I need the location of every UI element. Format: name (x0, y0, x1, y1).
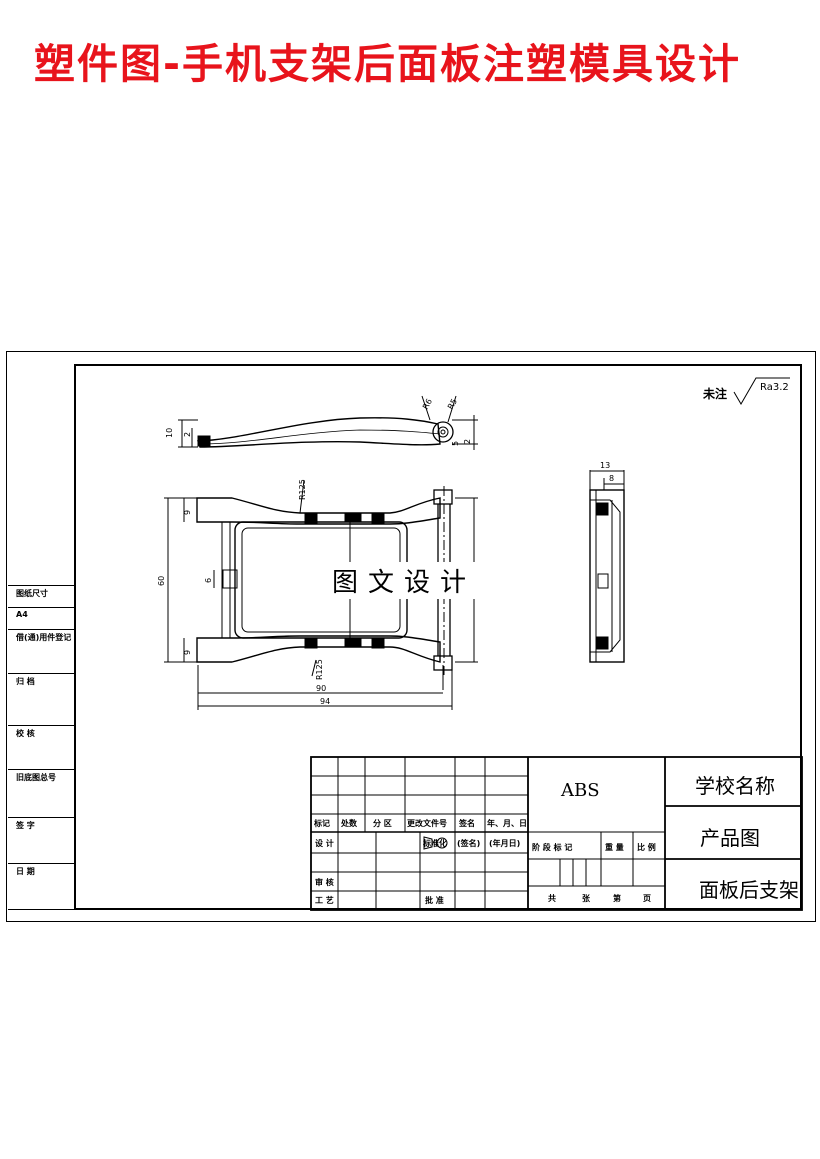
tb-header-zone: 分 区 (373, 819, 392, 828)
tb-header-mark: 标记 (314, 819, 330, 828)
tb-material: ABS (561, 780, 600, 801)
roughness-symbol (733, 377, 790, 405)
tb-signature-label: (签名) (457, 839, 481, 848)
dim-top-height: 10 (165, 428, 174, 438)
dim-side-width: 13 (600, 461, 610, 470)
sidebar-check: 校 核 (8, 725, 74, 769)
tb-review-label: 审 核 (315, 878, 334, 887)
sidebar-archive: 归 档 (8, 673, 74, 717)
dim-side-inner: 8 (609, 474, 614, 483)
drawing-frame (74, 364, 802, 910)
dim-plan-bottom-tab: 9 (183, 650, 192, 655)
dim-plan-height: 60 (157, 576, 166, 586)
dim-plan-width-outer: 94 (320, 697, 330, 706)
dim-plan-r-bottom: R125 (315, 659, 324, 680)
tb-sheet-number-label: 第 (613, 894, 621, 903)
tb-header-count: 处数 (341, 819, 357, 828)
dim-top-r-large: R5 (446, 397, 459, 411)
tb-approve-label: 批 准 (425, 896, 444, 905)
dim-top-thickness: 2 (183, 432, 192, 437)
sidebar-signature: 签 字 (8, 817, 74, 861)
sidebar-date: 日 期 (8, 863, 74, 910)
sidebar-borrowed-parts: 借(通)用件登记 (8, 629, 74, 673)
dim-top-width: 5 (451, 441, 460, 446)
watermark-text: 图文设计 (330, 562, 479, 599)
side-view (589, 470, 625, 663)
sidebar-paper-size-value: A4 (8, 607, 74, 629)
tb-header-change-doc: 更改文件号 (407, 819, 447, 828)
tb-process-label: 工 艺 (315, 896, 334, 905)
filing-strip: 图纸尺寸 A4 借(通)用件登记 归 档 校 核 旧底图总号 签 字 日 期 (8, 585, 74, 910)
dim-plan-slot: 6 (204, 578, 213, 583)
tb-school-name: 学校名称 (695, 774, 775, 798)
dim-plan-width-inner: 90 (316, 684, 326, 693)
tb-page-label: 页 (643, 894, 651, 903)
tb-stage-mark-label: 阶 段 标 记 (532, 843, 573, 852)
plan-view (164, 479, 478, 710)
tb-scale-label: 比 例 (637, 843, 656, 852)
tb-date-format-label: (年月日) (489, 839, 521, 848)
tb-drawing-kind: 产品图 (700, 826, 760, 850)
tb-header-sign: 签名 (459, 819, 475, 828)
tb-weight-label: 重 量 (605, 843, 624, 852)
tb-standardization-label: 标准化 (423, 839, 447, 848)
tb-header-date: 年、月、日 (487, 819, 527, 828)
sidebar-paper-size-label: 图纸尺寸 (8, 585, 74, 607)
roughness-value: Ra3.2 (760, 382, 789, 393)
tb-part-name: 面板后支架 (699, 878, 799, 902)
dim-plan-top-tab: 9 (183, 510, 192, 515)
tb-sheet-unit-label: 张 (582, 894, 590, 903)
title-block-grid (310, 756, 803, 911)
dim-top-side: 2 (463, 439, 472, 444)
tb-sheet-total-label: 共 (548, 894, 556, 903)
tb-design-label: 设 计 (315, 839, 334, 848)
drawing-sheet-border (6, 351, 816, 922)
page-title: 塑件图-手机支架后面板注塑模具设计 (34, 40, 742, 88)
sidebar-old-drawing-number: 旧底图总号 (8, 769, 74, 813)
top-view (178, 395, 478, 450)
roughness-note: 未注 (702, 386, 727, 401)
dim-plan-r-top: R125 (298, 479, 307, 500)
